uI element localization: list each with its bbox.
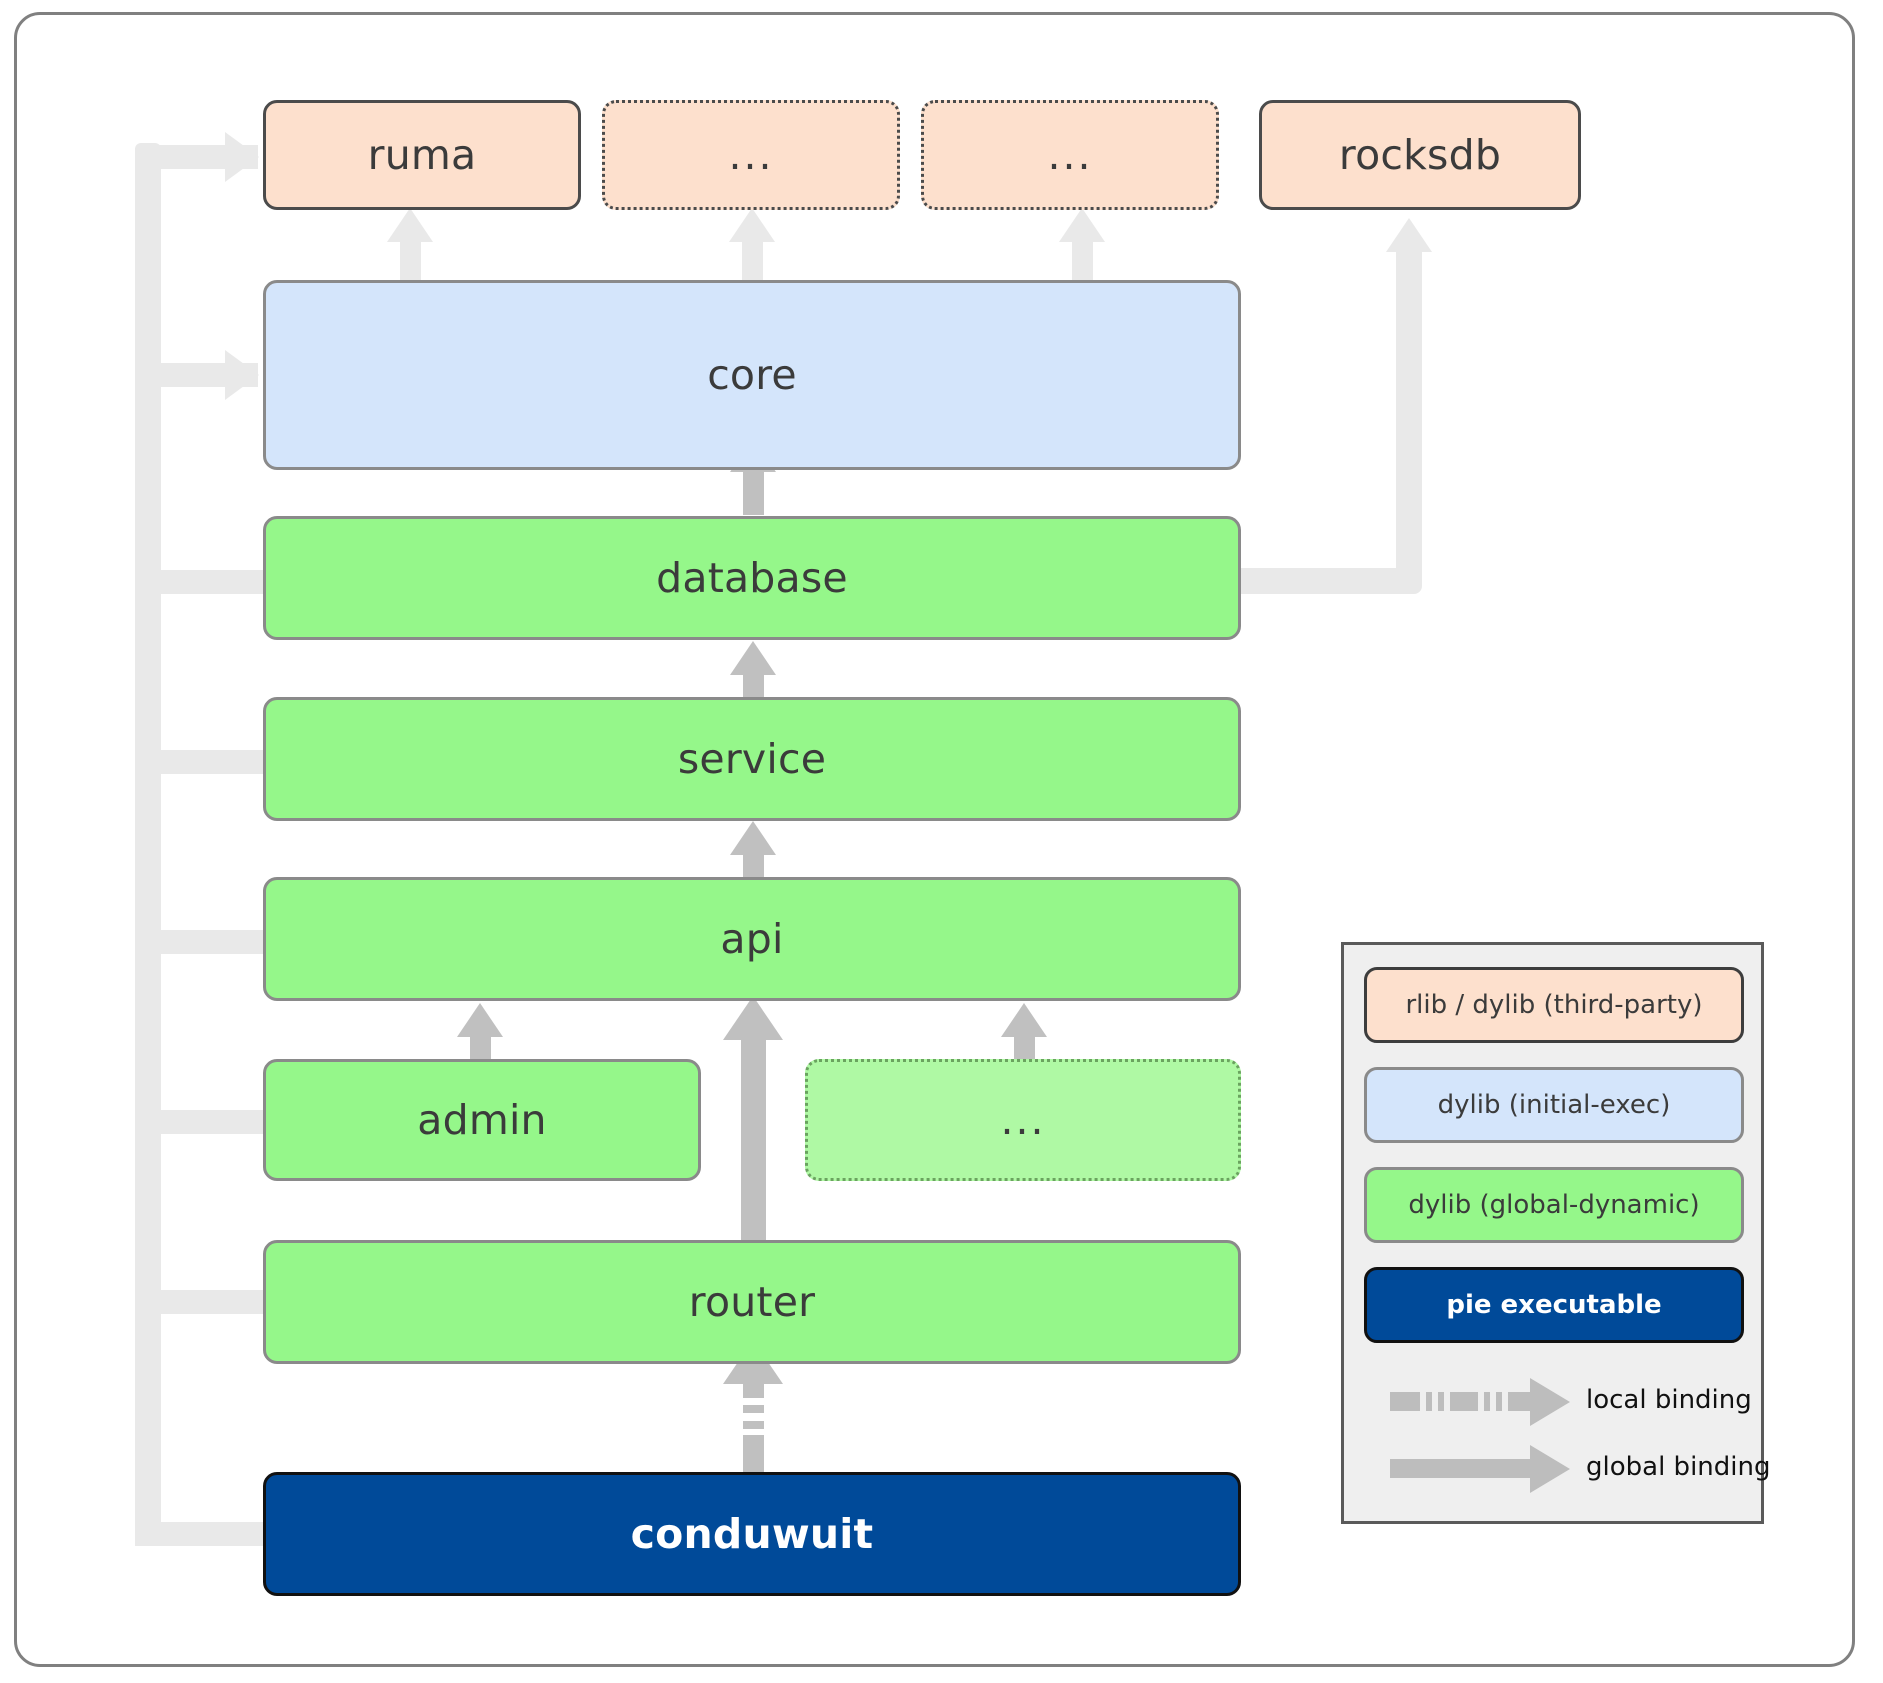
local-binding-dash-4 — [1450, 1392, 1478, 1411]
left-bus-trunk — [135, 143, 161, 1546]
core-placeholder1-shaft — [742, 240, 763, 282]
node-conduwuit[interactable]: conduwuit — [263, 1472, 1241, 1596]
node-router[interactable]: router — [263, 1240, 1241, 1364]
database-core-shaft — [743, 470, 764, 515]
database-rocksdb-horizontal — [1238, 568, 1422, 594]
legend-binding-local-label: local binding — [1586, 1385, 1752, 1415]
left-branch-router — [148, 1290, 270, 1314]
left-branch-admin — [148, 1110, 270, 1134]
left-branch-conduwuit — [148, 1522, 270, 1546]
database-rocksdb-vertical — [1396, 252, 1422, 582]
legend-binding-global-label: global binding — [1586, 1452, 1771, 1482]
node-core[interactable]: core — [263, 280, 1241, 470]
node-api-label: api — [720, 915, 784, 963]
local-binding-dash-7 — [1508, 1392, 1534, 1411]
left-branch-database — [148, 570, 270, 594]
node-rocksdb[interactable]: rocksdb — [1259, 100, 1581, 210]
left-branch-api — [148, 930, 270, 954]
left-branch-ruma-arrowhead — [225, 132, 259, 182]
admin-api-arrowhead — [457, 1003, 503, 1037]
global-binding-arrowhead — [1530, 1445, 1570, 1493]
node-top-placeholder-2-label: ... — [1047, 131, 1093, 179]
api-service-arrowhead — [730, 821, 776, 855]
node-conduwuit-label: conduwuit — [630, 1510, 874, 1558]
node-service-label: service — [677, 735, 827, 783]
legend-item-initial-exec: dylib (initial-exec) — [1364, 1067, 1744, 1143]
node-top-placeholder-1-label: ... — [728, 131, 774, 179]
router-api-shaft — [741, 1035, 766, 1255]
database-rocksdb-arrowhead — [1386, 218, 1432, 252]
core-ruma-arrowhead — [387, 208, 433, 242]
service-database-arrowhead — [730, 641, 776, 675]
node-top-placeholder-1[interactable]: ... — [602, 100, 900, 210]
local-binding-arrowhead — [1530, 1378, 1570, 1426]
left-branch-core-arrowhead — [225, 350, 259, 400]
conduwuit-router-shaft-seg2 — [743, 1382, 764, 1398]
node-admin-placeholder[interactable]: ... — [805, 1059, 1241, 1181]
node-top-placeholder-2[interactable]: ... — [921, 100, 1219, 210]
legend-binding-local: local binding — [1364, 1370, 1752, 1430]
global-binding-shaft — [1390, 1459, 1534, 1478]
core-placeholder2-arrowhead — [1059, 208, 1105, 242]
node-admin-label: admin — [417, 1096, 547, 1144]
node-core-label: core — [707, 351, 797, 399]
legend-item-pie-executable: pie executable — [1364, 1267, 1744, 1343]
node-router-label: router — [688, 1278, 816, 1326]
node-rocksdb-label: rocksdb — [1338, 131, 1502, 179]
legend-item-third-party: rlib / dylib (third-party) — [1364, 967, 1744, 1043]
local-binding-dash-5 — [1484, 1392, 1490, 1411]
core-ruma-shaft — [400, 240, 421, 282]
conduwuit-router-shaft-dash1 — [743, 1421, 764, 1429]
local-binding-dash-2 — [1426, 1392, 1432, 1411]
core-placeholder1-arrowhead — [729, 208, 775, 242]
node-api[interactable]: api — [263, 877, 1241, 1001]
legend-binding-global: global binding — [1364, 1437, 1770, 1497]
node-database-label: database — [656, 554, 848, 602]
conduwuit-router-shaft-seg1 — [743, 1435, 764, 1475]
node-database[interactable]: database — [263, 516, 1241, 640]
core-placeholder2-shaft — [1072, 240, 1093, 282]
node-admin-placeholder-label: ... — [1000, 1096, 1046, 1144]
node-ruma[interactable]: ruma — [263, 100, 581, 210]
local-binding-dash-1 — [1390, 1392, 1420, 1411]
admin-placeholder-api-arrowhead — [1001, 1003, 1047, 1037]
left-branch-service — [148, 750, 270, 774]
node-service[interactable]: service — [263, 697, 1241, 821]
legend-item-initial-exec-label: dylib (initial-exec) — [1437, 1090, 1671, 1120]
legend-item-third-party-label: rlib / dylib (third-party) — [1405, 990, 1703, 1020]
legend-item-pie-executable-label: pie executable — [1446, 1290, 1662, 1320]
router-api-arrowhead — [723, 996, 783, 1040]
legend-item-global-dynamic: dylib (global-dynamic) — [1364, 1167, 1744, 1243]
legend-item-global-dynamic-label: dylib (global-dynamic) — [1408, 1190, 1700, 1220]
local-binding-dash-6 — [1496, 1392, 1502, 1411]
conduwuit-router-shaft-dash2 — [743, 1405, 764, 1413]
node-ruma-label: ruma — [367, 131, 477, 179]
legend-panel: rlib / dylib (third-party) dylib (initia… — [1341, 942, 1770, 1524]
local-binding-dash-3 — [1438, 1392, 1444, 1411]
node-admin[interactable]: admin — [263, 1059, 701, 1181]
